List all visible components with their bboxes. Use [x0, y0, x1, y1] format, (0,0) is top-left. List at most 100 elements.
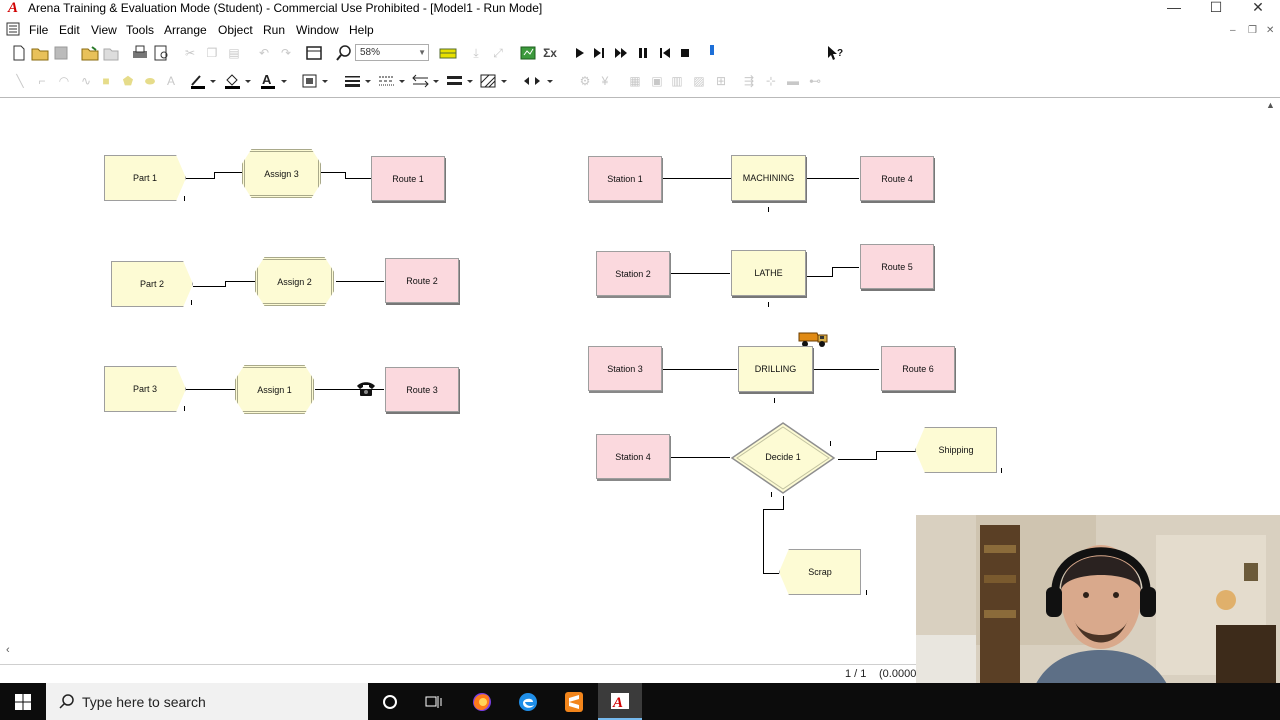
layers-icon[interactable]: [304, 43, 324, 63]
bezier-tool-icon[interactable]: ∿: [80, 74, 92, 88]
arrow-style-icon[interactable]: [410, 71, 442, 91]
station-module-station-2[interactable]: Station 2: [596, 251, 670, 296]
menu-window[interactable]: Window: [296, 23, 339, 37]
cut-icon[interactable]: ✂: [184, 46, 196, 60]
segment-icon[interactable]: ▬: [787, 74, 799, 88]
fill-color-icon[interactable]: [222, 71, 254, 91]
scroll-up-icon[interactable]: ▲: [1266, 100, 1275, 110]
animate-level-icon[interactable]: ▥: [671, 74, 683, 88]
pause-icon[interactable]: [634, 43, 652, 63]
decide-module-shape[interactable]: [729, 421, 837, 495]
task-view-button[interactable]: [412, 683, 456, 720]
mdi-close-icon[interactable]: ✕: [1266, 25, 1275, 36]
text-color-icon[interactable]: A: [258, 71, 290, 91]
close-button[interactable]: ✕: [1252, 0, 1264, 15]
line-style-icon[interactable]: [376, 71, 408, 91]
connect-icon[interactable]: ⤓: [473, 45, 479, 60]
create-module-part-1[interactable]: Part 1: [104, 155, 186, 201]
animate-global-icon[interactable]: ⊞: [715, 74, 727, 88]
ellipse-tool-icon[interactable]: ⬬: [144, 73, 156, 88]
route-module-route-2[interactable]: Route 2: [385, 258, 459, 303]
animate-plot-icon[interactable]: ▦: [629, 74, 641, 88]
line-color-icon[interactable]: [188, 71, 218, 91]
background-color-icon[interactable]: [300, 71, 332, 91]
fill-pattern-icon[interactable]: [478, 71, 510, 91]
template-attach-icon[interactable]: [80, 43, 100, 63]
taskbar-sublime[interactable]: [552, 683, 596, 720]
animate-queue-icon[interactable]: ⚙: [579, 74, 591, 88]
line-tool-icon[interactable]: ╲: [16, 74, 24, 88]
assign-module-assign-3[interactable]: Assign 3: [242, 149, 321, 198]
route-path-icon[interactable]: ⇶: [743, 74, 755, 88]
zoom-icon[interactable]: [334, 43, 354, 63]
copy-icon[interactable]: ❐: [206, 46, 218, 60]
box-tool-icon[interactable]: ■: [102, 74, 110, 88]
paste-icon[interactable]: ▤: [228, 46, 240, 60]
route-module-route-5[interactable]: Route 5: [860, 244, 934, 289]
maximize-button[interactable]: ☐: [1209, 0, 1223, 15]
expression-icon[interactable]: Σx: [543, 46, 557, 60]
process-module-lathe[interactable]: LATHE: [731, 250, 806, 296]
context-help-icon[interactable]: ?: [824, 43, 844, 63]
create-module-part-2[interactable]: Part 2: [111, 261, 193, 307]
animate-variable-icon[interactable]: ▣: [651, 74, 663, 88]
station-module-station-1[interactable]: Station 1: [588, 156, 662, 201]
flip-icon[interactable]: [520, 71, 556, 91]
mdi-restore-icon[interactable]: ❐: [1248, 25, 1257, 36]
scroll-left-icon[interactable]: ‹: [6, 644, 10, 656]
taskbar-edge[interactable]: [506, 683, 550, 720]
animate-resource-icon[interactable]: ¥: [601, 74, 609, 88]
minimize-button[interactable]: —: [1167, 0, 1181, 15]
print-preview-icon[interactable]: [152, 43, 172, 63]
menu-object[interactable]: Object: [218, 23, 253, 37]
create-module-part-3[interactable]: Part 3: [104, 366, 186, 412]
menu-arrange[interactable]: Arrange: [164, 23, 207, 37]
line-width-icon[interactable]: [342, 71, 374, 91]
stop-icon[interactable]: [676, 43, 694, 63]
taskbar-search-box[interactable]: Type here to search: [46, 683, 368, 720]
redo-icon[interactable]: ↷: [280, 46, 292, 60]
zoom-select[interactable]: 58% ▼: [355, 44, 429, 61]
mdi-minimize-icon[interactable]: –: [1230, 25, 1236, 36]
process-module-machining[interactable]: MACHINING: [731, 155, 806, 201]
document-menu-icon[interactable]: [6, 22, 20, 36]
route-module-route-4[interactable]: Route 4: [860, 156, 934, 201]
polygon-tool-icon[interactable]: ⬟: [122, 74, 134, 88]
route-module-route-1[interactable]: Route 1: [371, 156, 445, 201]
menu-view[interactable]: View: [91, 23, 117, 37]
connect-off-icon[interactable]: ⤢: [493, 45, 503, 60]
station-icon[interactable]: ⊹: [765, 74, 777, 88]
template-detach-icon[interactable]: [102, 43, 120, 63]
animation-speed-icon[interactable]: [704, 43, 720, 63]
animate-connectors-icon[interactable]: [518, 43, 538, 63]
assign-module-assign-2[interactable]: Assign 2: [255, 257, 334, 306]
step-icon[interactable]: [590, 43, 608, 63]
cortana-button[interactable]: [368, 683, 412, 720]
taskbar-firefox[interactable]: [460, 683, 504, 720]
assign-module-assign-1[interactable]: Assign 1: [235, 365, 314, 414]
print-icon[interactable]: [130, 43, 150, 63]
layers-toggle-icon[interactable]: [437, 43, 459, 63]
taskbar-arena[interactable]: A: [598, 683, 642, 720]
menu-file[interactable]: File: [29, 23, 49, 37]
menu-help[interactable]: Help: [349, 23, 374, 37]
route-module-route-6[interactable]: Route 6: [881, 346, 955, 391]
menu-run[interactable]: Run: [263, 23, 286, 37]
undo-icon[interactable]: ↶: [258, 46, 270, 60]
station-module-station-3[interactable]: Station 3: [588, 346, 662, 391]
start-button[interactable]: [0, 683, 46, 720]
menu-edit[interactable]: Edit: [59, 23, 80, 37]
dispose-module-scrap[interactable]: Scrap: [779, 549, 861, 595]
start-over-icon[interactable]: [656, 43, 674, 63]
fast-forward-icon[interactable]: [612, 43, 630, 63]
save-icon[interactable]: [52, 43, 70, 63]
menu-tools[interactable]: Tools: [126, 23, 155, 37]
polyline-tool-icon[interactable]: ⌐: [38, 74, 46, 88]
process-module-drilling[interactable]: DRILLING: [738, 346, 813, 392]
open-folder-icon[interactable]: [30, 43, 50, 63]
text-tool-icon[interactable]: A: [166, 74, 175, 88]
dispose-module-shipping[interactable]: Shipping: [915, 427, 997, 473]
animate-histogram-icon[interactable]: ▨: [693, 74, 705, 88]
intersection-icon[interactable]: ⊷: [809, 74, 821, 88]
route-module-route-3[interactable]: Route 3: [385, 367, 459, 412]
